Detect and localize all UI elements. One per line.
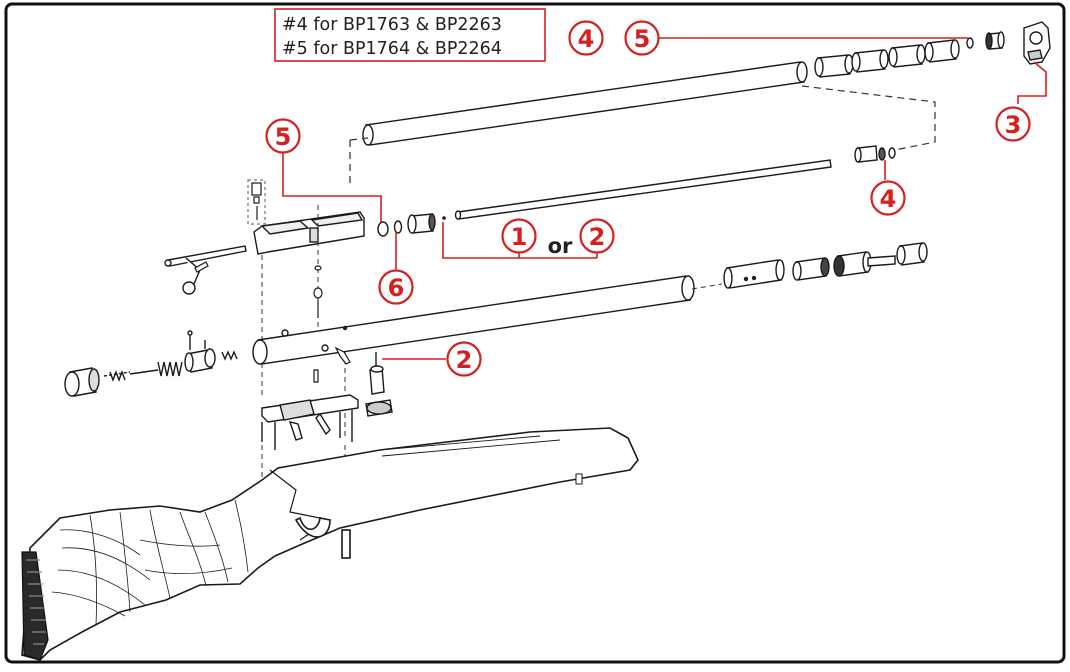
callout-part-3[interactable]: 3: [995, 106, 1031, 142]
assembly-bracket: [349, 85, 936, 188]
inner-barrel: [454, 159, 832, 220]
rifle-stock: [21, 427, 639, 661]
outer-barrel-tube: [362, 61, 808, 146]
callout-part-6[interactable]: 6: [378, 269, 414, 305]
svg-text:5: 5: [634, 25, 651, 53]
legend-box: [274, 8, 546, 62]
fill-valve: [365, 352, 393, 417]
callout-top-5[interactable]: 5: [624, 20, 660, 56]
callout-top-4[interactable]: 4: [568, 20, 604, 56]
svg-text:3: 3: [1005, 111, 1022, 139]
breech-block: [253, 211, 365, 255]
svg-text:4: 4: [880, 185, 897, 213]
legend-line-2: #5 for BP1764 & BP2264: [282, 39, 502, 59]
valve-parts: [723, 242, 928, 289]
screw-box-dashed: [247, 179, 266, 225]
svg-text:4: 4: [578, 25, 595, 53]
stock-grip-pattern: [51, 499, 249, 626]
svg-text:1: 1: [511, 223, 528, 251]
barrel-clamp: [1023, 21, 1051, 65]
svg-text:2: 2: [456, 346, 473, 374]
trigger-guard-screw: [575, 473, 583, 485]
callout-part-2-lower[interactable]: 2: [446, 341, 482, 377]
o-ring-top: [966, 37, 974, 49]
butt-pad: [21, 551, 49, 661]
leader-lines: [282, 37, 1047, 360]
small-screws-left: [194, 182, 262, 273]
end-cap: [985, 31, 1005, 50]
baffle-set: [814, 39, 960, 78]
breech-seals: [377, 213, 436, 237]
barrel-end-fittings: [854, 145, 896, 163]
rear-assembly: [64, 330, 238, 397]
callout-part-1[interactable]: 1: [501, 218, 537, 254]
or-label: or: [548, 234, 573, 258]
svg-text:5: 5: [275, 123, 292, 151]
svg-text:2: 2: [589, 223, 606, 251]
callout-left-5[interactable]: 5: [265, 118, 301, 154]
receiver-screws: [313, 265, 323, 318]
callout-part-2-upper[interactable]: 2: [579, 218, 615, 254]
callout-right-4[interactable]: 4: [870, 180, 906, 216]
svg-text:6: 6: [388, 274, 405, 302]
air-cylinder: [252, 275, 695, 365]
trigger-group: [261, 394, 359, 450]
legend-line-1: #4 for BP1763 & BP2263: [282, 15, 502, 35]
barrel-pin: [442, 216, 446, 220]
legend: #4 for BP1763 & BP2263 #5 for BP1764 & B…: [274, 8, 546, 62]
stock-screw-pin: [313, 346, 351, 383]
